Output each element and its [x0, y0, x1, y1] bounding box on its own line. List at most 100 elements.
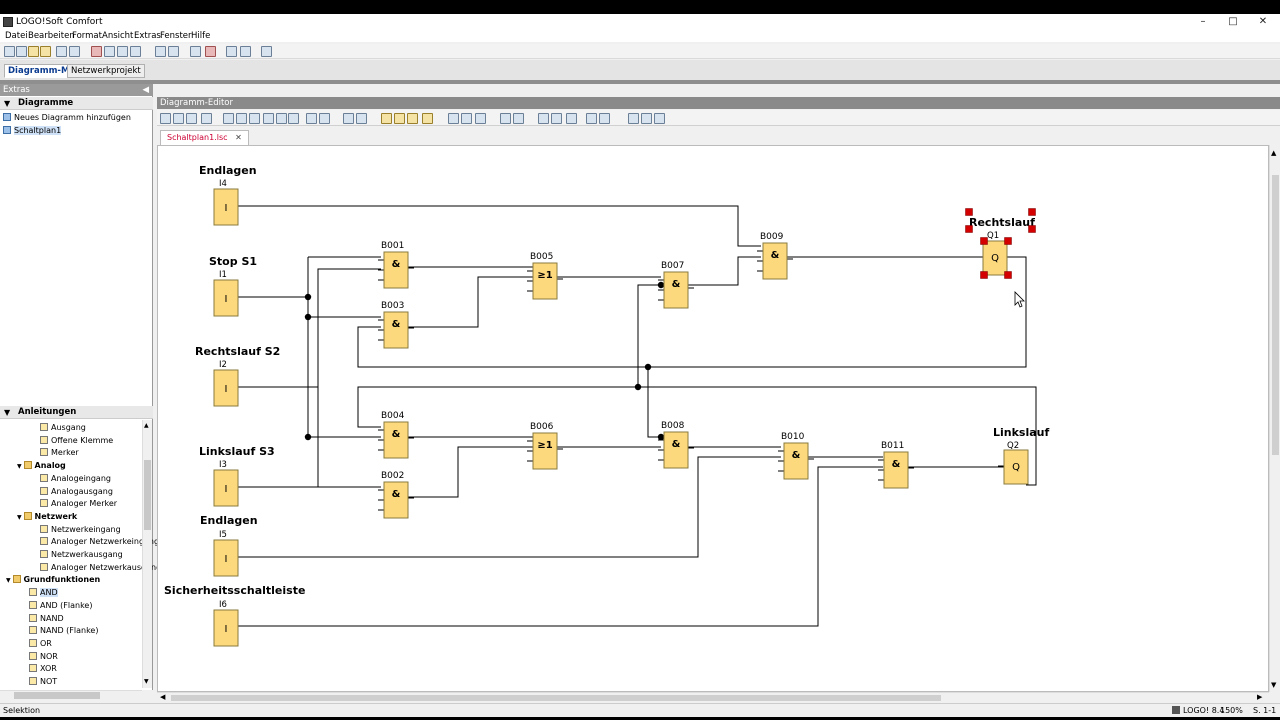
input-block-I5[interactable]	[213, 539, 239, 577]
undo-icon[interactable]	[155, 46, 166, 57]
document-tab[interactable]: Schaltplan1.lsc ✕	[160, 130, 249, 145]
cut-connection-icon[interactable]	[566, 113, 577, 124]
diagrams-section-header[interactable]: ▼ Diagramme	[0, 97, 153, 110]
connection-wire[interactable]	[357, 256, 1027, 368]
connection-wire[interactable]	[647, 367, 661, 438]
chevron-down-icon[interactable]: ▼	[17, 463, 24, 471]
logic-block-B010[interactable]	[783, 442, 809, 480]
logic-block-B004[interactable]	[383, 421, 409, 459]
menu-datei[interactable]: Datei	[5, 31, 28, 41]
tree-item[interactable]: Analogeingang	[40, 473, 111, 484]
add-diagram-item[interactable]: Neues Diagramm hinzufügen	[3, 112, 131, 123]
distribute-v-icon[interactable]	[319, 113, 330, 124]
print-icon[interactable]	[69, 46, 80, 57]
tree-item[interactable]: OR	[29, 638, 52, 649]
tree-item[interactable]: AND (Flanke)	[29, 600, 92, 611]
selection-handle[interactable]	[1028, 225, 1036, 233]
align-bottom-icon[interactable]	[288, 113, 299, 124]
align-center-icon[interactable]	[236, 113, 247, 124]
udf-block-icon[interactable]	[422, 113, 433, 124]
tree-item[interactable]: Merker	[40, 447, 79, 458]
logic-block-B005[interactable]	[532, 262, 558, 300]
menu-format[interactable]: Format	[72, 31, 102, 41]
transfer-pc-to-logo-icon[interactable]	[190, 46, 201, 57]
download-icon[interactable]	[16, 46, 27, 57]
connection-wire[interactable]	[238, 268, 381, 388]
menu-fenster[interactable]: Fenster	[160, 31, 192, 41]
chevron-down-icon[interactable]: ▼	[17, 513, 24, 521]
menu-ansicht[interactable]: Ansicht	[102, 31, 134, 41]
save-icon[interactable]	[56, 46, 67, 57]
tree-item[interactable]: NOR	[29, 651, 58, 662]
constants-tool-icon[interactable]	[186, 113, 197, 124]
diagram-item-schaltplan1[interactable]: Schaltplan1	[3, 125, 62, 136]
logic-block-B008[interactable]	[663, 431, 689, 469]
logic-block-B011[interactable]	[883, 451, 909, 489]
paste-format-icon[interactable]	[117, 46, 128, 57]
input-block-I6[interactable]	[213, 609, 239, 647]
canvas-vscroll-thumb[interactable]	[1272, 175, 1279, 455]
open-folder-icon[interactable]	[28, 46, 39, 57]
close-tab-icon[interactable]: ✕	[235, 133, 242, 142]
redo-icon[interactable]	[168, 46, 179, 57]
logic-block-B002[interactable]	[383, 481, 409, 519]
instructions-section-header[interactable]: ▼ Anleitungen	[0, 406, 153, 419]
block-list-icon[interactable]	[586, 113, 597, 124]
tree-scrollbar[interactable]: ▲ ▼	[142, 420, 152, 688]
tree-item[interactable]: Offene Klemme	[40, 435, 113, 446]
fit-icon[interactable]	[599, 113, 610, 124]
connect-tool-icon[interactable]	[173, 113, 184, 124]
cut-icon[interactable]	[91, 46, 102, 57]
chevron-down-icon[interactable]: ▼	[6, 577, 13, 585]
tree-item[interactable]: Netzwerkeingang	[40, 524, 121, 535]
align-right-icon[interactable]	[249, 113, 260, 124]
align-middle-icon[interactable]	[276, 113, 287, 124]
input-block-I3[interactable]	[213, 469, 239, 507]
logic-block-B006[interactable]	[532, 432, 558, 470]
route-icon[interactable]	[628, 113, 639, 124]
selection-handle[interactable]	[980, 271, 988, 279]
close-button[interactable]: ✕	[1258, 16, 1268, 27]
gf-block-icon[interactable]	[394, 113, 405, 124]
selection-handle[interactable]	[1028, 208, 1036, 216]
split-v-icon[interactable]	[475, 113, 486, 124]
co-block-icon[interactable]	[381, 113, 392, 124]
simulation-icon[interactable]	[226, 46, 237, 57]
tree-hscrollbar[interactable]	[0, 690, 142, 700]
selection-handle[interactable]	[965, 208, 973, 216]
scroll-down-icon[interactable]: ▼	[1271, 681, 1277, 689]
connection-wire[interactable]	[687, 256, 761, 286]
move-front-icon[interactable]	[641, 113, 652, 124]
canvas-hscroll-thumb[interactable]	[171, 695, 941, 701]
canvas-vscrollbar[interactable]: ▲ ▼	[1269, 145, 1280, 692]
connection-wire[interactable]	[357, 386, 638, 428]
logic-block-B007[interactable]	[663, 271, 689, 309]
scroll-up-icon[interactable]: ▲	[1271, 149, 1277, 157]
highlight-icon[interactable]	[538, 113, 549, 124]
tree-group[interactable]: ▼ Grundfunktionen	[6, 574, 100, 586]
scroll-left-icon[interactable]: ◀	[160, 693, 166, 701]
paste-icon[interactable]	[130, 46, 141, 57]
menu-bearbeiten[interactable]: Bearbeiten	[28, 31, 75, 41]
tree-item[interactable]: Analoger Netzwerkeingang	[40, 536, 159, 547]
tree-scroll-thumb[interactable]	[144, 460, 151, 530]
selection-handle[interactable]	[1004, 237, 1012, 245]
tree-hscroll-thumb[interactable]	[14, 692, 100, 699]
tree-item[interactable]: Ausgang	[40, 422, 86, 433]
tree-item[interactable]: AND	[29, 587, 58, 598]
menu-extras[interactable]: Extras	[134, 31, 161, 41]
split-h-icon[interactable]	[461, 113, 472, 124]
selection-handle[interactable]	[1004, 271, 1012, 279]
scroll-up-icon[interactable]: ▲	[144, 422, 149, 429]
connection-wire[interactable]	[637, 284, 661, 387]
minimize-button[interactable]: –	[1200, 16, 1206, 27]
move-back-icon[interactable]	[654, 113, 665, 124]
context-help-icon[interactable]	[261, 46, 272, 57]
redo-icon[interactable]	[356, 113, 367, 124]
tree-item[interactable]: NAND	[29, 613, 64, 624]
tree-item[interactable]: Analoger Netzwerkausgang	[40, 562, 161, 573]
selection-handle[interactable]	[965, 225, 973, 233]
tree-item[interactable]: NAND (Flanke)	[29, 625, 98, 636]
input-block-I4[interactable]	[213, 188, 239, 226]
